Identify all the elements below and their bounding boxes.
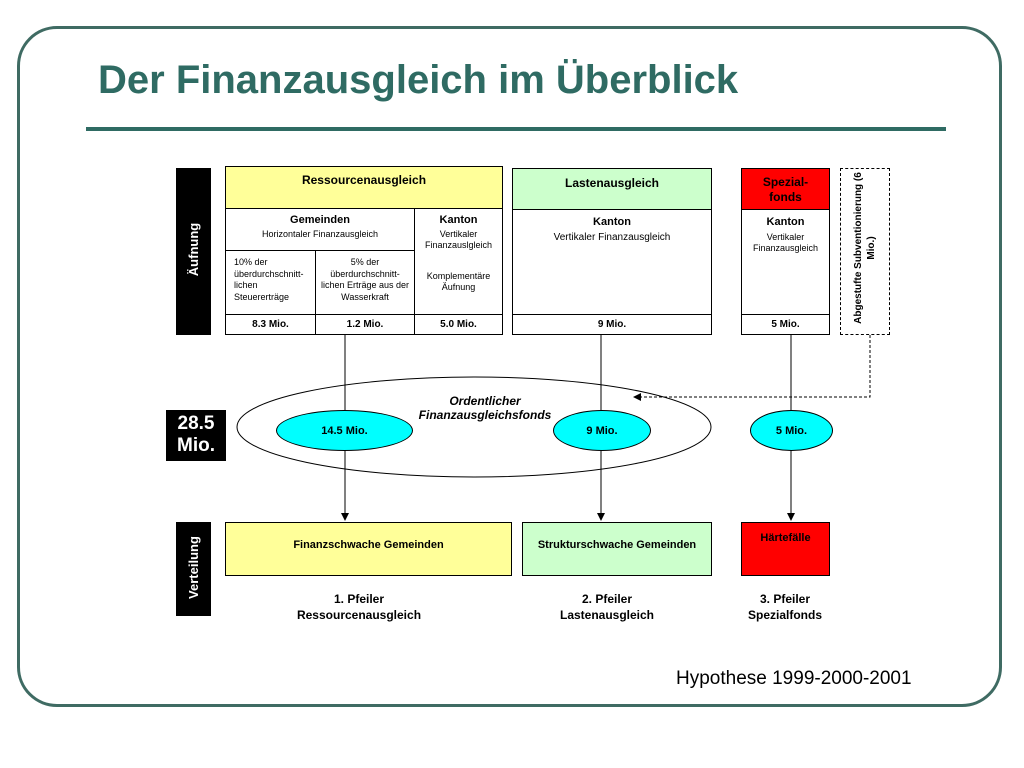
spezial-kanton-sub: Vertikaler Finanzausgleich [752,232,819,254]
pill-lasten: 9 Mio. [553,410,651,451]
ressourcen-gemeinden: Gemeinden Horizontaler Finanzausgleich [225,208,415,251]
value-cell-1: 8.3 Mio. [225,314,316,335]
lasten-value: 9 Mio. [597,319,627,330]
subvention-label: Abgestufte Subventionierung (6 Mio.) [853,172,877,324]
sidebar-aufnung-label: Äufnung [186,222,201,277]
gemeinden-title: Gemeinden [290,214,350,226]
lasten-value-cell: 9 Mio. [512,314,712,335]
ressourcen-kanton-sub: Vertikaler Finanzauslgleich [424,229,493,251]
value-1: 8.3 Mio. [252,319,289,330]
arrow-subvention [633,335,871,401]
pillar-1-caption: 1. Pfeiler Ressourcenausgleich [269,591,449,623]
spezial-header-label: Spezial-fonds [762,175,809,204]
haertefaelle-label: Härtefälle [760,532,811,544]
ressourcen-col2: 5% der überdurchschnitt-lichen Erträge a… [315,250,415,315]
pillar-2-caption: 2. Pfeiler Lastenausgleich [527,591,687,623]
sidebar-verteilung-label: Verteilung [186,536,201,599]
finanzschwach-box: Finanzschwache Gemeinden [225,522,512,576]
pill-spezial: 5 Mio. [750,410,833,451]
col1-text: 10% der überdurchschnitt-lichen Steuerer… [234,257,304,303]
pillar-2-line2: Lastenausgleich [559,608,655,622]
pillar-2-line1: 2. Pfeiler [581,592,633,606]
gemeinden-sub: Horizontaler Finanzausgleich [261,229,379,239]
total-box: 28.5 Mio. [166,410,226,461]
slide-frame [17,26,1002,707]
pillar-1-line2: Ressourcenausgleich [296,608,422,622]
ressourcen-kanton-title: Kanton [439,214,478,226]
spezial-kanton: Kanton Vertikaler Finanzausgleich [741,209,830,315]
total-value: 28.5 [177,413,215,434]
value-cell-2: 1.2 Mio. [315,314,415,335]
pill-spezial-label: 5 Mio. [775,424,808,437]
hypothese-label: Hypothese 1999-2000-2001 [676,668,912,689]
spezial-kanton-title: Kanton [766,216,805,228]
spezial-header: Spezial-fonds [741,168,830,210]
finanzschwach-label: Finanzschwache Gemeinden [293,539,444,551]
value-2: 1.2 Mio. [346,319,384,330]
ressourcen-header-label: Ressourcenausgleich [301,173,427,187]
sidebar-verteilung: Verteilung [176,522,211,616]
fonds-label: Ordentlicher Finanzausgleichsfonds [418,394,552,422]
sidebar-aufnung: Äufnung [176,168,211,335]
strukturschwach-label: Strukturschwache Gemeinden [537,539,697,551]
ressourcen-kanton: Kanton Vertikaler Finanzauslgleich Kompl… [414,208,503,315]
col2-text: 5% der überdurchschnitt-lichen Erträge a… [320,257,410,303]
lasten-header: Lastenausgleich [512,168,712,210]
ressourcen-col1: 10% der überdurchschnitt-lichen Steuerer… [225,250,316,315]
lasten-kanton: Kanton Vertikaler Finanzausgleich [512,209,712,315]
total-unit: Mio. [177,435,215,456]
pillar-1-line1: 1. Pfeiler [333,592,385,606]
pill-ressourcen: 14.5 Mio. [276,410,413,451]
lasten-kanton-title: Kanton [593,216,631,228]
lasten-kanton-sub: Vertikaler Finanzausgleich [553,232,671,243]
spezial-value: 5 Mio. [771,319,800,330]
ressourcen-header: Ressourcenausgleich [225,166,503,209]
pill-ressourcen-label: 14.5 Mio. [321,424,368,437]
title-underline [86,127,946,131]
subvention-box: Abgestufte Subventionierung (6 Mio.) [840,168,890,335]
fonds-ellipse [236,376,712,478]
value-cell-3: 5.0 Mio. [414,314,503,335]
lasten-header-label: Lastenausgleich [564,176,660,190]
pillar-3-caption: 3. Pfeiler Spezialfonds [725,591,845,623]
strukturschwach-box: Strukturschwache Gemeinden [522,522,712,576]
pillar-3-line2: Spezialfonds [747,608,822,622]
page-title: Der Finanzausgleich im Überblick [98,58,739,102]
pillar-3-line1: 3. Pfeiler [759,592,811,606]
spezial-value-cell: 5 Mio. [741,314,830,335]
haertefaelle-box: Härtefälle [741,522,830,576]
pill-lasten-label: 9 Mio. [586,424,618,437]
value-3: 5.0 Mio. [440,319,477,330]
ressourcen-kanton-note: Komplementäre Äufnung [426,271,491,293]
